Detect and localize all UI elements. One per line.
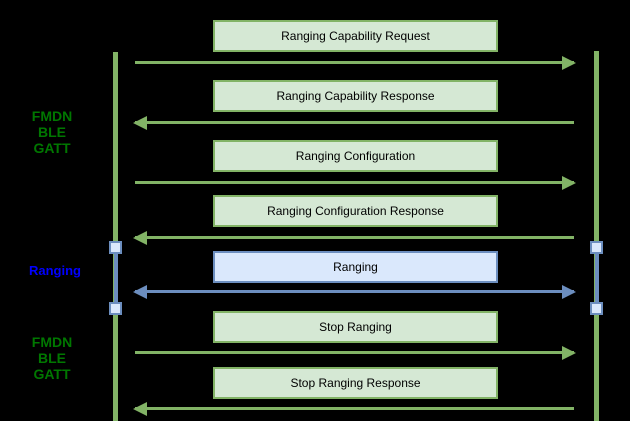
message-box-ranging-configuration-response: Ranging Configuration Response	[213, 195, 498, 227]
ranging-session-bar-left	[114, 247, 118, 308]
arrow-shaft	[135, 61, 574, 64]
message-box-ranging-configuration: Ranging Configuration	[213, 140, 498, 172]
arrowhead-right-icon	[562, 56, 576, 70]
message-arrow-left	[133, 402, 574, 416]
arrowhead-right-icon	[562, 346, 576, 360]
arrowhead-left-icon	[133, 116, 147, 130]
arrow-shaft	[135, 236, 574, 239]
phase-label-line: GATT	[33, 140, 71, 156]
phase-label-fmdn-ble-gatt-bottom: FMDN BLE GATT	[6, 334, 98, 382]
left-lifeline	[113, 52, 118, 421]
arrow-shaft	[135, 121, 574, 124]
arrowhead-right-icon	[562, 176, 576, 190]
ranging-session-bar-right	[595, 247, 599, 308]
arrowhead-left-icon	[133, 402, 147, 416]
arrowhead-right-icon	[562, 285, 576, 299]
message-arrow-left	[133, 116, 574, 130]
session-endpoint-marker	[109, 302, 122, 315]
arrow-shaft	[135, 407, 574, 410]
message-arrow-bidirectional	[133, 285, 576, 299]
phase-label-line: FMDN	[31, 108, 73, 124]
phase-label-line: BLE	[38, 124, 66, 140]
message-box-ranging-capability-response: Ranging Capability Response	[213, 80, 498, 112]
message-arrow-right	[135, 346, 576, 360]
message-box-ranging-capability-request: Ranging Capability Request	[213, 20, 498, 52]
session-endpoint-marker	[590, 302, 603, 315]
message-arrow-right	[135, 56, 576, 70]
arrowhead-left-icon	[133, 231, 147, 245]
message-box-stop-ranging-response: Stop Ranging Response	[213, 367, 498, 399]
session-endpoint-marker	[590, 241, 603, 254]
session-endpoint-marker	[109, 241, 122, 254]
right-lifeline	[594, 51, 599, 421]
phase-label-fmdn-ble-gatt-top: FMDN BLE GATT	[6, 108, 98, 156]
arrow-shaft	[135, 351, 574, 354]
message-arrow-left	[133, 231, 574, 245]
phase-label-ranging: Ranging	[29, 263, 81, 278]
message-arrow-right	[135, 176, 576, 190]
arrow-shaft	[135, 181, 574, 184]
message-box-stop-ranging: Stop Ranging	[213, 311, 498, 343]
arrowhead-left-icon	[133, 285, 147, 299]
phase-label-line: BLE	[38, 350, 66, 366]
phase-label-line: FMDN	[31, 334, 73, 350]
message-box-ranging: Ranging	[213, 251, 498, 283]
phase-label-line: GATT	[33, 366, 71, 382]
arrow-shaft	[135, 290, 574, 293]
